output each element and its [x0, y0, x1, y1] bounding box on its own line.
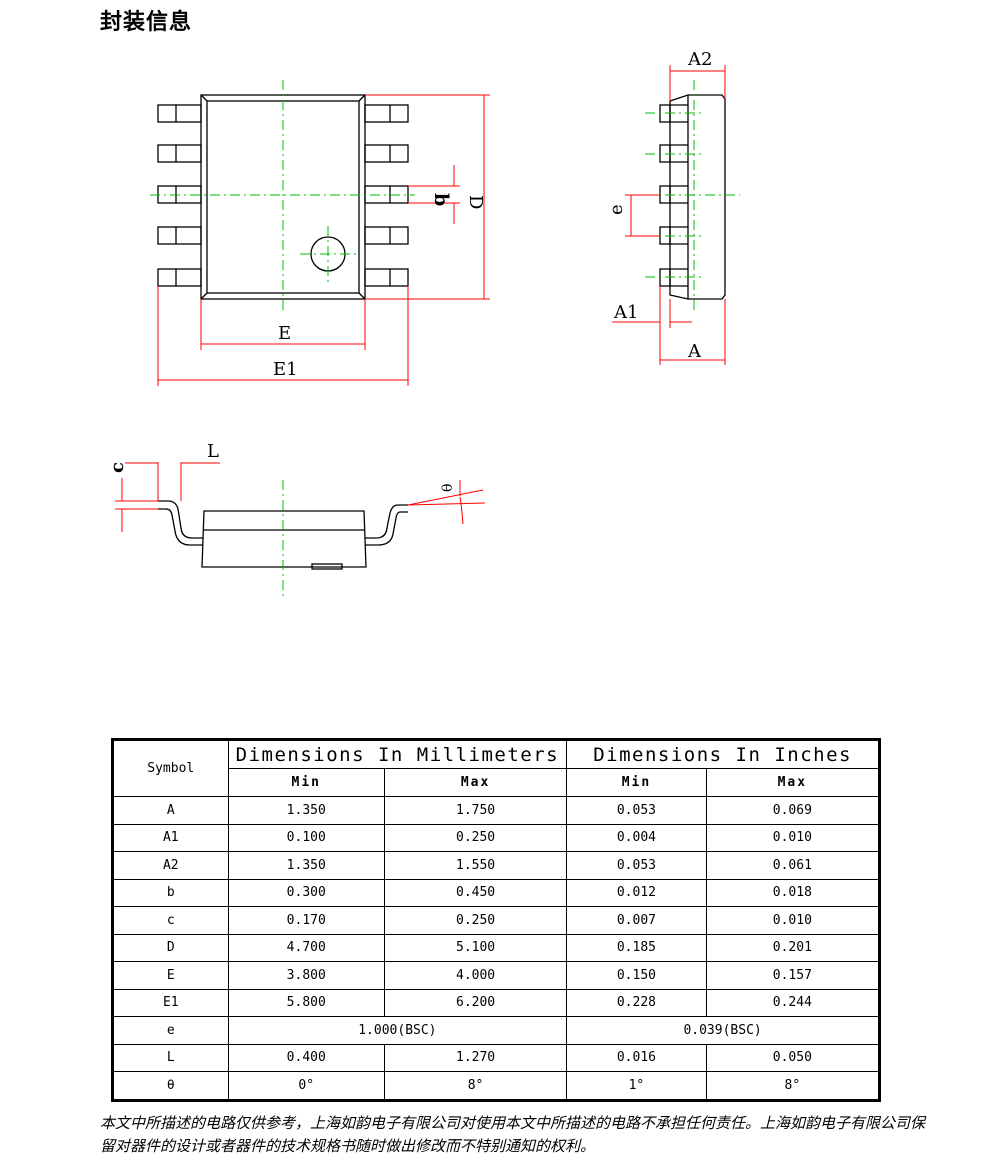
- symbol-header: Symbol: [112, 739, 229, 797]
- cell-in-min: 0.185: [566, 933, 707, 962]
- label-b: b: [430, 193, 452, 206]
- cell-in-max: 0.069: [705, 796, 881, 825]
- cell-in-max: 8°: [705, 1071, 881, 1101]
- front-view-dimensions: [115, 462, 486, 532]
- cell-in-max: 0.157: [705, 961, 881, 990]
- in-min-header: Min: [566, 768, 707, 797]
- cell-in-min: 0.004: [566, 823, 707, 852]
- cell-mm-max: 0.450: [383, 878, 568, 907]
- label-c: c: [107, 462, 128, 473]
- cell-in-bsc: 0.039(BSC): [566, 1016, 880, 1045]
- cell-in-min: 0.053: [566, 796, 707, 825]
- cell-mm-max: 6.200: [383, 988, 568, 1017]
- in-max-header: Max: [705, 768, 881, 797]
- cell-mm-min: 0°: [227, 1071, 385, 1101]
- cell-mm-min: 0.300: [227, 878, 385, 907]
- table-row: θ 0° 8° 1° 8°: [112, 1071, 881, 1101]
- table-row: e 1.000(BSC) 0.039(BSC): [112, 1016, 880, 1045]
- table-row: E1 5.800 6.200 0.228 0.244: [112, 988, 881, 1017]
- cell-mm-min: 5.800: [227, 988, 385, 1017]
- cell-mm-min: 4.700: [227, 933, 385, 962]
- label-E: E: [278, 323, 291, 344]
- cell-mm-min: 0.400: [227, 1043, 385, 1072]
- label-e: e: [606, 204, 627, 215]
- label-A2: A2: [687, 49, 712, 70]
- cell-in-max: 0.061: [705, 851, 881, 880]
- table-row: b 0.300 0.450 0.012 0.018: [112, 878, 881, 907]
- front-view: [158, 500, 408, 570]
- table-row: A2 1.350 1.550 0.053 0.061: [112, 851, 881, 880]
- cell-symbol: A1: [112, 823, 229, 852]
- cell-mm-max: 0.250: [383, 823, 568, 852]
- cell-mm-max: 1.550: [383, 851, 568, 880]
- cell-mm-max: 1.270: [383, 1043, 568, 1072]
- label-E1: E1: [273, 359, 298, 380]
- table-row: E 3.800 4.000 0.150 0.157: [112, 961, 881, 990]
- package-drawing: E E1 D b: [107, 49, 740, 597]
- label-D: D: [465, 195, 486, 209]
- cell-mm-min: 3.800: [227, 961, 385, 990]
- cell-in-max: 0.244: [705, 988, 881, 1017]
- cell-in-min: 0.150: [566, 961, 707, 990]
- table-row: A 1.350 1.750 0.053 0.069: [112, 796, 881, 825]
- cell-symbol: D: [112, 933, 229, 962]
- cell-in-max: 0.010: [705, 906, 881, 935]
- cell-symbol: L: [112, 1043, 229, 1072]
- cell-in-min: 0.007: [566, 906, 707, 935]
- cell-symbol: b: [112, 878, 229, 907]
- cell-in-min: 0.053: [566, 851, 707, 880]
- label-A1: A1: [613, 302, 638, 323]
- table-row: L 0.400 1.270 0.016 0.050: [112, 1043, 881, 1072]
- cell-symbol: A: [112, 796, 229, 825]
- cell-in-min: 0.228: [566, 988, 707, 1017]
- cell-mm-max: 4.000: [383, 961, 568, 990]
- disclaimer-text: 本文中所描述的电路仅供参考，上海如韵电子有限公司对使用本文中所描述的电路不承担任…: [100, 1114, 926, 1155]
- label-theta: θ: [440, 484, 456, 492]
- cell-in-max: 0.010: [705, 823, 881, 852]
- cell-in-max: 0.050: [705, 1043, 881, 1072]
- table-header-row: Symbol Dimensions In Millimeters Dimensi…: [112, 739, 880, 797]
- table-row: A1 0.100 0.250 0.004 0.010: [112, 823, 881, 852]
- mm-min-header: Min: [227, 768, 385, 797]
- side-view-dimensions: [612, 65, 726, 365]
- inch-header: Dimensions In Inches: [566, 739, 880, 769]
- cell-mm-min: 0.170: [227, 906, 385, 935]
- table-row: D 4.700 5.100 0.185 0.201: [112, 933, 881, 962]
- cell-mm-max: 1.750: [383, 796, 568, 825]
- cell-mm-bsc: 1.000(BSC): [227, 1016, 568, 1045]
- side-view: [659, 94, 726, 300]
- label-A: A: [687, 341, 702, 362]
- mm-max-header: Max: [383, 768, 568, 797]
- table-row: c 0.170 0.250 0.007 0.010: [112, 906, 881, 935]
- label-L: L: [207, 441, 219, 462]
- cell-mm-max: 8°: [383, 1071, 568, 1101]
- cell-in-max: 0.018: [705, 878, 881, 907]
- cell-symbol: e: [112, 1016, 229, 1045]
- table-subheader-row: Min Max Min Max: [113, 768, 881, 797]
- side-view-centerlines: [645, 80, 740, 312]
- cell-in-min: 0.012: [566, 878, 707, 907]
- dimensions-table: Symbol Dimensions In Millimeters Dimensi…: [111, 738, 881, 1102]
- cell-in-min: 1°: [566, 1071, 707, 1101]
- cell-mm-max: 5.100: [383, 933, 568, 962]
- cell-symbol: A2: [112, 851, 229, 880]
- cell-mm-min: 1.350: [227, 851, 385, 880]
- cell-mm-max: 0.250: [383, 906, 568, 935]
- cell-symbol: E1: [112, 988, 229, 1017]
- cell-symbol: c: [112, 906, 229, 935]
- cell-mm-min: 0.100: [227, 823, 385, 852]
- top-view-centerlines: [150, 80, 415, 312]
- cell-mm-min: 1.350: [227, 796, 385, 825]
- cell-in-min: 0.016: [566, 1043, 707, 1072]
- cell-symbol: θ: [112, 1071, 229, 1101]
- top-view-dimensions: [157, 94, 490, 386]
- cell-symbol: E: [112, 961, 229, 990]
- mm-header: Dimensions In Millimeters: [227, 739, 568, 769]
- cell-in-max: 0.201: [705, 933, 881, 962]
- page-title: 封装信息: [100, 10, 193, 35]
